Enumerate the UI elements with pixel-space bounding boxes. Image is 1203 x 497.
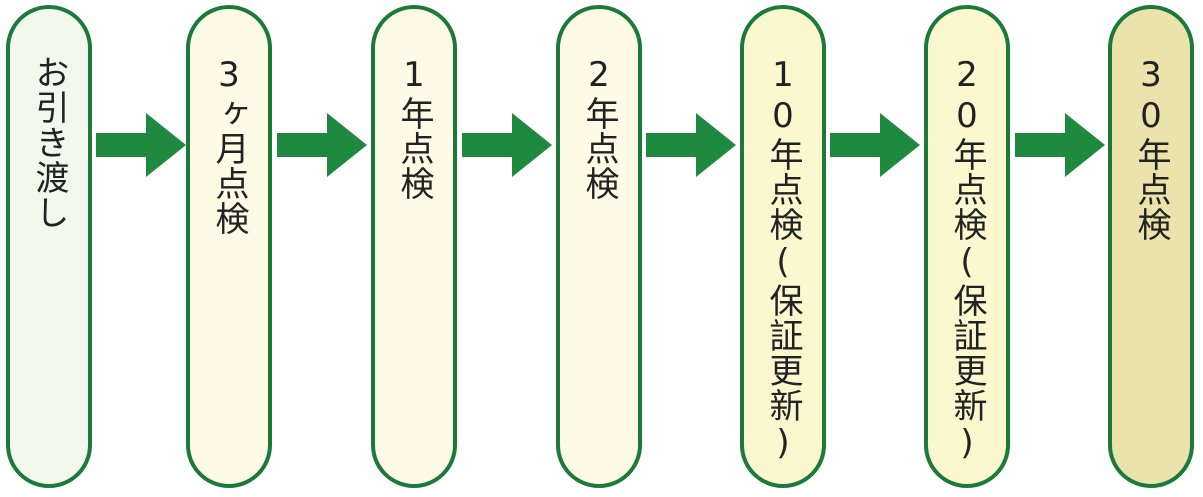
stage-label: 10年点検(保証更新) <box>763 55 803 464</box>
arrow-right-icon <box>830 113 920 177</box>
stage-label: お引き渡し <box>29 55 69 230</box>
arrow-right-icon <box>96 113 186 177</box>
stage-label: 30年点検 <box>1131 55 1171 242</box>
stage-1-year-inspection: 1年点検 <box>371 5 457 488</box>
arrow-right-icon <box>462 113 552 177</box>
stage-3-month-inspection: 3ヶ月点検 <box>186 5 272 488</box>
stage-30-year-inspection: 30年点検 <box>1108 5 1194 488</box>
stage-label: 20年点検(保証更新) <box>947 55 987 464</box>
stage-2-year-inspection: 2年点検 <box>556 5 642 488</box>
stage-10-year-inspection: 10年点検(保証更新) <box>740 5 826 488</box>
stage-label: 2年点検 <box>579 55 619 201</box>
stage-label: 1年点検 <box>394 55 434 201</box>
stage-handover: お引き渡し <box>6 5 92 488</box>
arrow-right-icon <box>1015 113 1105 177</box>
stage-20-year-inspection: 20年点検(保証更新) <box>924 5 1010 488</box>
arrow-right-icon <box>277 113 367 177</box>
stage-label: 3ヶ月点検 <box>209 55 249 236</box>
arrow-right-icon <box>646 113 736 177</box>
